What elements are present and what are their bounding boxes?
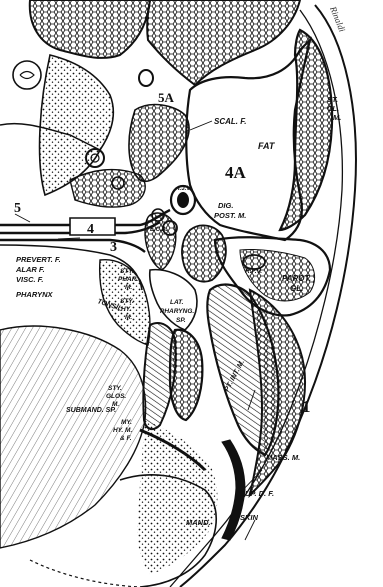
label-fat: FAT [258, 141, 276, 151]
label-pharynx: PHARYNX [16, 290, 54, 299]
label-4: 4 [87, 222, 94, 237]
small-vessel-5a [139, 70, 153, 86]
label-sty-hy-m-1: STY. [120, 298, 134, 305]
label-5: 5 [14, 201, 21, 216]
label-sty-phar-m-3: M. [125, 284, 132, 291]
label-sty-phar-m-1: STY. [120, 268, 134, 275]
label-sty-hy-m-3: M. [125, 314, 132, 321]
label-1: 1 [302, 397, 311, 416]
label-lat-pharyng-sp-2: PHARYNG. [160, 308, 194, 315]
label-visc-f: VISC. F. [16, 275, 44, 284]
label-sup-d-f: SUP. D. F. [240, 489, 274, 498]
internal-jugular-vein-inner [177, 192, 189, 208]
label-my-hy-m-2: HY. M. [113, 427, 132, 434]
label-alar-f: ALAR F. [15, 265, 45, 274]
label-sty-glos-m-2: GLOS. [106, 393, 126, 400]
label-sty-glos-m-1: STY. [108, 385, 122, 392]
lower-dashed-contour [30, 560, 140, 587]
label-parot-gl-1: PAROT. [282, 274, 311, 283]
label-dig-post-m-1: DIG. [218, 201, 233, 210]
submandibular-space-dots [137, 420, 217, 575]
label-st-cl-m-2: CL. [327, 104, 339, 113]
label-mass-m: MASS. M. [266, 453, 300, 462]
label-my-hy-m-3: & F. [120, 435, 132, 442]
digastric-posterior-muscle [182, 225, 226, 281]
label-st-cl-m-3: M. [333, 113, 341, 122]
label-st-cl-m-1: ST. [327, 95, 338, 104]
medial-pterygoid-oval [170, 330, 202, 420]
label-dig-post-m-2: POST. M. [214, 211, 246, 220]
sternocleidomastoid-muscle [280, 30, 332, 230]
spinal-cord [13, 61, 41, 89]
label-sty-hy-m-2: HY. [121, 306, 131, 313]
label-prevert-f: PREVERT. F. [16, 255, 61, 264]
label-lat-pharyng-sp-3: SP. [176, 317, 186, 324]
styloid-process [145, 213, 176, 270]
label-mand: MAND. [186, 518, 211, 527]
label-ijv: I.J.V. [178, 186, 192, 192]
label-sty-phar-m-2: PHAR. [118, 276, 138, 283]
label-submand-sp: SUBMAND. SP. [66, 407, 116, 414]
label-scalene-fascia: SCAL. F. [214, 117, 246, 126]
label-4a: 4A [225, 163, 247, 182]
label-3: 3 [110, 240, 117, 255]
scalene-muscle [129, 105, 189, 182]
label-eca: E.C.A. [150, 227, 168, 233]
label-rfv: R.F.V. [245, 268, 262, 275]
label-5a: 5A [158, 90, 175, 105]
spinal-cord-center [20, 72, 34, 79]
scalene-muscle-lower [70, 170, 145, 208]
label-my-hy-m-1: MY. [121, 419, 132, 426]
label-parot-gl-2: GL. [290, 284, 303, 293]
label-lat-pharyng-sp-1: LAT. [170, 299, 184, 306]
label-skin: SKIN [240, 513, 259, 522]
skull-base-cellular-region [30, 0, 150, 58]
